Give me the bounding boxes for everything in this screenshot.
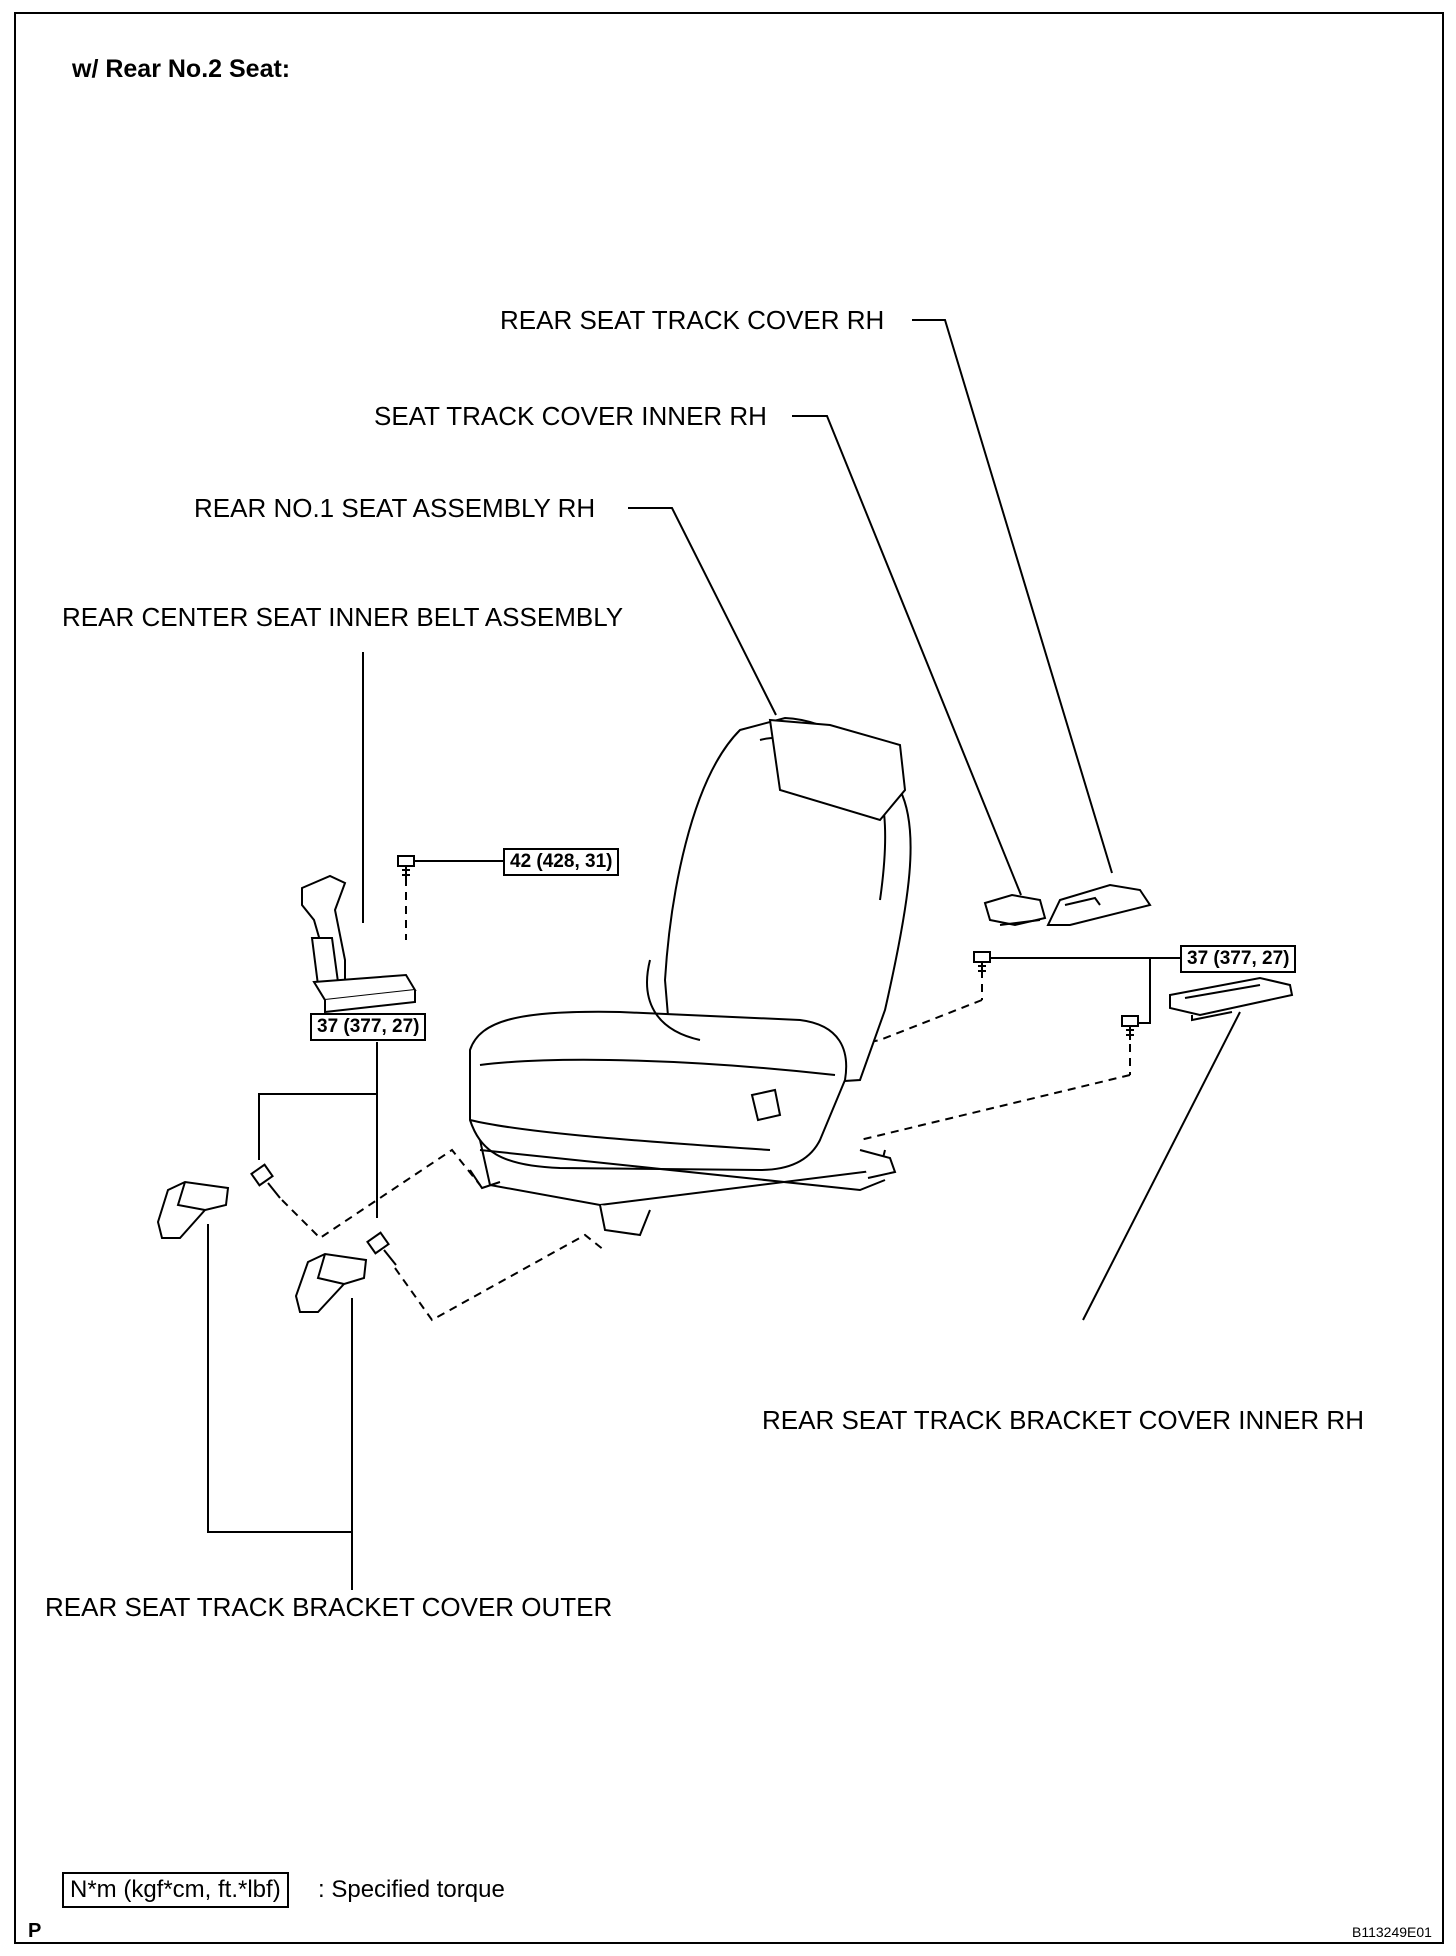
inner-belt-assembly [301, 874, 417, 1014]
figure-code: B113249E01 [1352, 1924, 1432, 1940]
seat-assembly [469, 716, 912, 1237]
page-letter: P [28, 1920, 42, 1942]
diagram-frame [14, 12, 1444, 1944]
label-inner-belt-assembly: REAR CENTER SEAT INNER BELT ASSEMBLY [62, 602, 624, 632]
label-rear-no1-seat-assembly-rh: REAR NO.1 SEAT ASSEMBLY RH [194, 493, 596, 523]
diagram-heading: w/ Rear No.2 Seat: [72, 55, 291, 83]
torque-label-inner-bolts: 37 (377, 27) [1180, 945, 1297, 973]
belt-bolt-icon [397, 855, 415, 880]
torque-unit-legend-box: N*m (kgf*cm, ft.*lbf) [62, 1872, 289, 1908]
outer-bolt-icon-right [366, 1231, 397, 1266]
bracket-cover-outer-left [156, 1180, 230, 1239]
label-seat-track-cover-inner-rh: SEAT TRACK COVER INNER RH [374, 401, 767, 431]
torque-label-outer-bolts: 37 (377, 27) [310, 1013, 427, 1041]
torque-legend-description: : Specified torque [318, 1876, 505, 1903]
label-bracket-cover-outer: REAR SEAT TRACK BRACKET COVER OUTER [45, 1592, 613, 1622]
label-bracket-cover-inner-rh: REAR SEAT TRACK BRACKET COVER INNER RH [762, 1405, 1364, 1435]
leader-lines [207, 319, 1241, 1590]
bracket-cover-outer-right [294, 1252, 368, 1313]
label-rear-seat-track-cover-rh: REAR SEAT TRACK COVER RH [500, 305, 885, 335]
rear-seat-track-cover-part [1046, 883, 1152, 926]
inner-bolt-icon-upper [973, 951, 991, 976]
inner-bolt-icon-lower [1121, 1015, 1139, 1040]
torque-label-belt-bolt: 42 (428, 31) [503, 848, 620, 876]
seat-track-cover-inner-part [983, 893, 1047, 927]
bracket-cover-inner-part [1169, 976, 1294, 1022]
outer-bolt-icon-left [250, 1163, 281, 1199]
